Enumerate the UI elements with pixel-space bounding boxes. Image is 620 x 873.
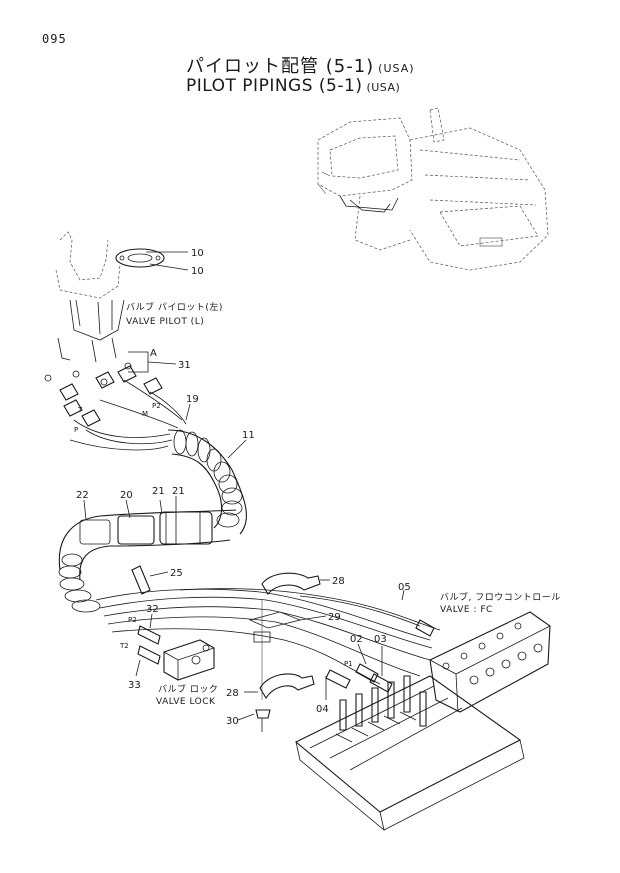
port-label-t2: T2 xyxy=(119,642,129,650)
pilot-valve-left xyxy=(44,231,165,386)
title-english: PILOT PIPINGS (5-1)(USA) xyxy=(186,76,400,96)
title-japanese: パイロット配管 (5-1)(USA) xyxy=(186,52,415,78)
caption-valve-pilot-en: VALVE PILOT (L) xyxy=(126,317,204,327)
callout-25: 25 xyxy=(170,568,183,579)
valve-lock xyxy=(137,625,215,681)
callout-33: 33 xyxy=(128,680,141,691)
lower-control-block xyxy=(294,675,525,832)
caption-valve-lock-jp: バルブ ロック xyxy=(158,683,218,695)
callout-21-b: 21 xyxy=(172,486,185,497)
hose-bundle xyxy=(58,509,237,613)
title-jp-text: パイロット配管 (5-1) xyxy=(186,56,375,77)
fittings-row xyxy=(59,365,163,427)
callout-21-a: 21 xyxy=(152,486,165,497)
callout-a: A xyxy=(150,348,157,359)
callout-19: 19 xyxy=(186,394,199,405)
callout-29: 29 xyxy=(328,612,341,623)
callout-05: 05 xyxy=(398,582,411,593)
main-pipes xyxy=(95,588,441,685)
callout-10-a: 10 xyxy=(191,248,204,259)
callout-30: 30 xyxy=(226,716,239,727)
page-number: 095 xyxy=(42,32,67,46)
port-label-p2-lock: P2 xyxy=(128,616,137,624)
callout-28-a: 28 xyxy=(332,576,345,587)
callout-10-b: 10 xyxy=(191,266,204,277)
valve-fc xyxy=(429,611,551,713)
caption-valve-fc-en: VALVE : FC xyxy=(440,605,493,615)
port-label-p2: P2 xyxy=(152,402,161,410)
callout-31: 31 xyxy=(178,360,191,371)
corrugated-tube-11 xyxy=(167,429,247,535)
title-en-text: PILOT PIPINGS (5-1) xyxy=(186,76,363,96)
caption-valve-pilot-jp: バルブ パイロット(左) xyxy=(126,301,223,313)
callout-11: 11 xyxy=(242,430,255,441)
port-label-t-upper: T xyxy=(77,406,83,414)
callout-32: 32 xyxy=(146,604,159,615)
callout-20: 20 xyxy=(120,490,133,501)
callout-28-b: 28 xyxy=(226,688,239,699)
callout-03: 03 xyxy=(374,634,387,645)
caption-valve-fc-jp: バルブ, フロウコントロール xyxy=(440,591,561,603)
callout-02: 02 xyxy=(350,634,363,645)
callout-04: 04 xyxy=(316,704,329,715)
port-label-p: P xyxy=(74,426,78,434)
port-label-m: M xyxy=(142,410,148,418)
title-jp-suffix: (USA) xyxy=(378,62,415,75)
callout-22: 22 xyxy=(76,490,89,501)
caption-valve-lock-en: VALVE LOCK xyxy=(156,697,216,707)
pilot-hoses xyxy=(69,379,187,451)
excavator-overview xyxy=(317,107,549,271)
port-label-p1: P1 xyxy=(344,660,353,668)
title-en-suffix: (USA) xyxy=(366,81,401,94)
